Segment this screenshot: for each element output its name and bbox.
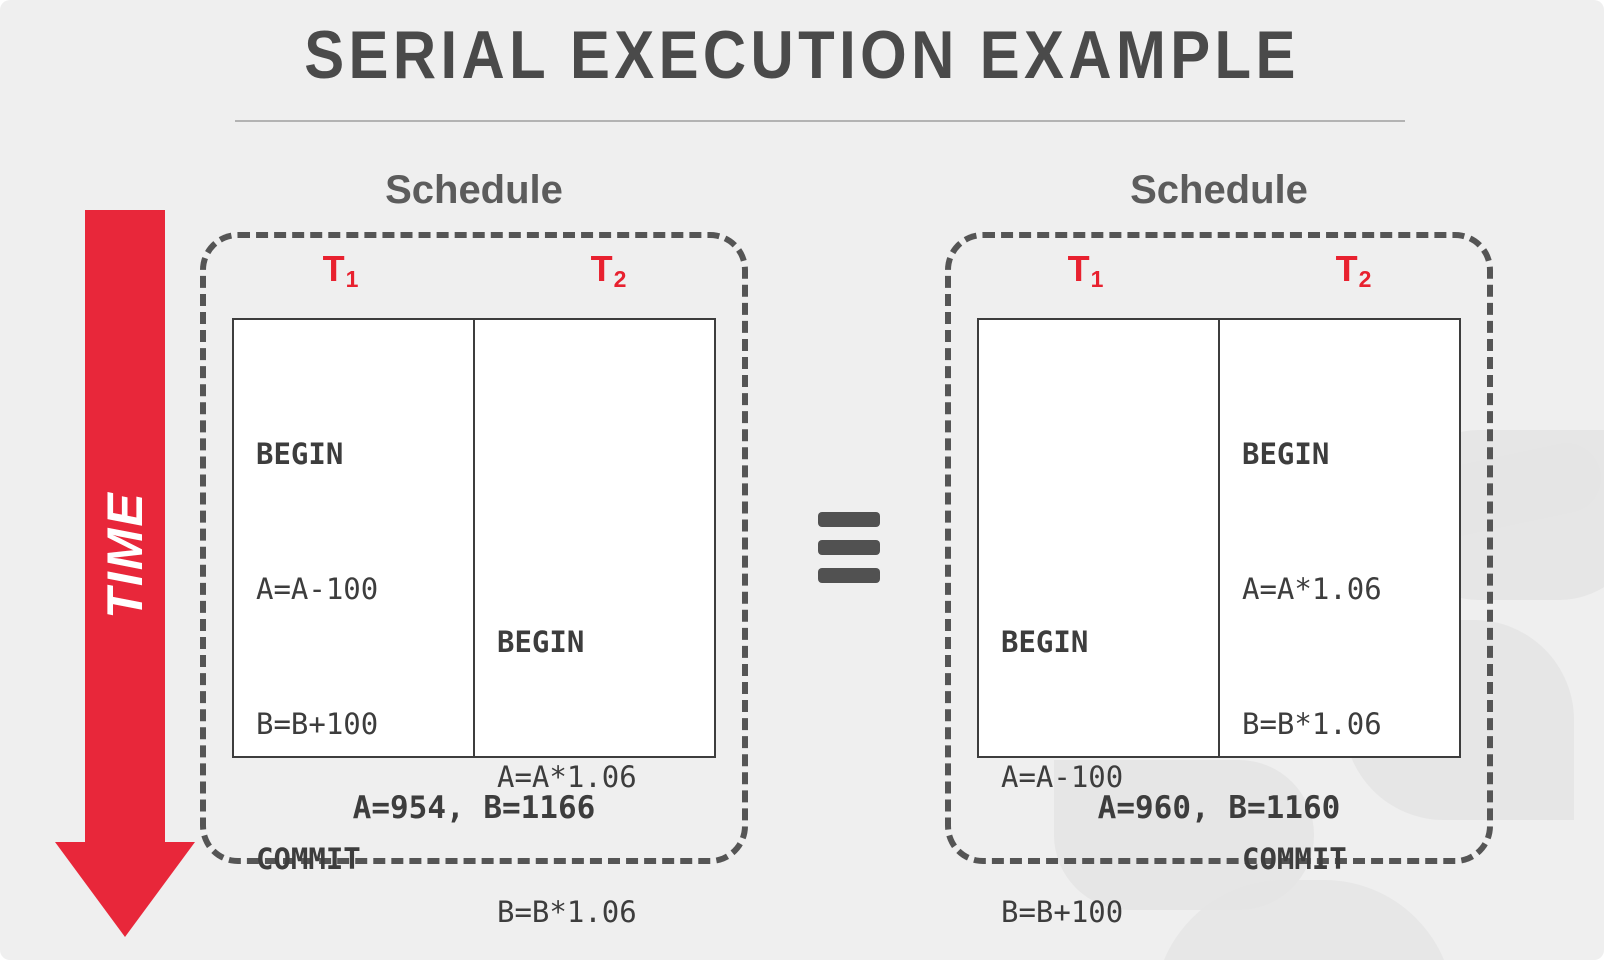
transaction-column-t2: BEGIN A=A*1.06 B=B*1.06 COMMIT	[473, 320, 714, 929]
transaction-header-t1: T1	[206, 238, 474, 300]
transaction-subscript: 2	[613, 266, 627, 292]
transaction-table: BEGIN A=A-100 B=B+100 COMMIT BEGIN A=A*1…	[977, 318, 1461, 929]
equivalence-bar	[818, 540, 880, 555]
title-divider	[235, 120, 1405, 122]
slide-title: SERIAL EXECUTION EXAMPLE	[304, 17, 1300, 93]
schedule-right: Schedule T1 T2 BEGIN A=A-100 B=B+100 COM…	[945, 168, 1493, 929]
transaction-header-t2: T2	[1219, 238, 1487, 300]
transaction-header-t2: T2	[474, 238, 742, 300]
transaction-subscript: 1	[345, 266, 359, 292]
schedule-result: A=954, B=1166	[352, 790, 596, 826]
code-block-t1: BEGIN A=A-100 B=B+100 COMMIT	[1001, 530, 1211, 960]
transaction-column-t2: BEGIN A=A*1.06 B=B*1.06 COMMIT	[1218, 320, 1459, 876]
arrow-shaft	[85, 210, 165, 845]
transaction-header-t1: T1	[951, 238, 1219, 300]
schedule-heading: Schedule	[1130, 168, 1308, 212]
equivalence-bar	[818, 512, 880, 527]
transaction-table: BEGIN A=A-100 B=B+100 COMMIT BEGIN A=A*1…	[232, 318, 716, 929]
code-line: COMMIT	[256, 842, 361, 876]
equivalence-bar	[818, 568, 880, 583]
code-block-t1: BEGIN A=A-100 B=B+100 COMMIT	[256, 342, 466, 960]
schedule-heading: Schedule	[385, 168, 563, 212]
time-axis-label: TIME	[97, 491, 153, 619]
transaction-subscript: 1	[1090, 266, 1104, 292]
schedule-dashed-container: T1 T2 BEGIN A=A-100 B=B+100 COMMIT BEGIN…	[200, 232, 748, 929]
code-line: BEGIN	[497, 625, 585, 659]
code-line: A=A*1.06	[497, 760, 637, 794]
code-line: B=B*1.06	[1242, 707, 1382, 741]
code-line: B=B*1.06	[497, 895, 637, 929]
transaction-header-row: T1 T2	[206, 238, 742, 300]
code-block-t2: BEGIN A=A*1.06 B=B*1.06 COMMIT	[497, 530, 707, 960]
transaction-column-t1: BEGIN A=A-100 B=B+100 COMMIT	[234, 320, 473, 876]
transaction-label: T	[322, 248, 345, 289]
code-line: BEGIN	[1001, 625, 1089, 659]
schedule-dashed-container: T1 T2 BEGIN A=A-100 B=B+100 COMMIT BEGIN…	[945, 232, 1493, 929]
code-line: B=B+100	[1001, 895, 1124, 929]
code-line: B=B+100	[256, 707, 379, 741]
transaction-label: T	[1067, 248, 1090, 289]
schedule-left: Schedule T1 T2 BEGIN A=A-100 B=B+100 COM…	[200, 168, 748, 929]
equivalence-icon	[818, 512, 880, 584]
code-line: BEGIN	[256, 437, 344, 471]
code-line: A=A-100	[256, 572, 379, 606]
code-line: A=A-100	[1001, 760, 1124, 794]
transaction-label: T	[1335, 248, 1358, 289]
arrow-head-icon	[55, 842, 195, 937]
transaction-column-t1: BEGIN A=A-100 B=B+100 COMMIT	[979, 320, 1218, 929]
time-axis-arrow: TIME	[55, 210, 195, 937]
transaction-header-row: T1 T2	[951, 238, 1487, 300]
transaction-label: T	[590, 248, 613, 289]
code-line: A=A*1.06	[1242, 572, 1382, 606]
code-line: BEGIN	[1242, 437, 1330, 471]
code-line: COMMIT	[1242, 842, 1347, 876]
code-block-t2: BEGIN A=A*1.06 B=B*1.06 COMMIT	[1242, 342, 1452, 960]
schedule-result: A=960, B=1160	[1097, 790, 1341, 826]
transaction-subscript: 2	[1358, 266, 1372, 292]
